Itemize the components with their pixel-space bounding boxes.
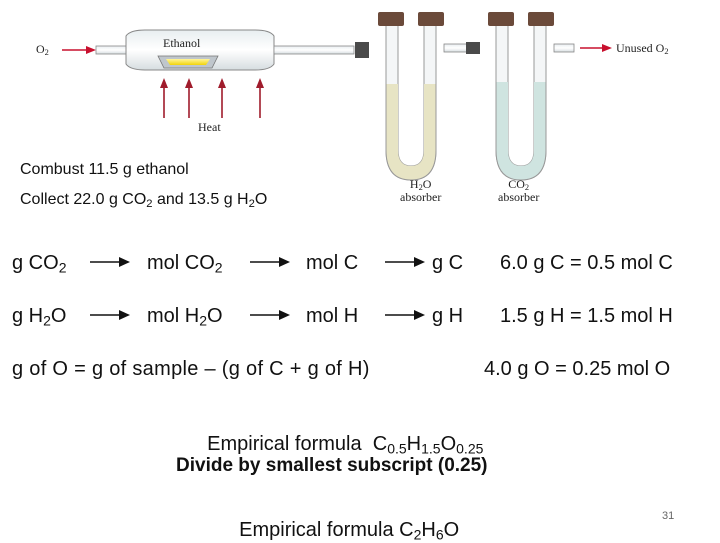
carbon-row-g-c: g C: [432, 252, 464, 274]
carbon-row-result: 6.0 g C = 0.5 mol C: [500, 252, 673, 274]
h2o-absorber-label: H2O absorber: [400, 177, 442, 204]
heat-arrows: [160, 78, 264, 118]
empirical-formula-2: Empirical formula C2H6O: [239, 519, 460, 543]
o2-inlet-label: O2: [36, 42, 49, 58]
co2-absorber-tube: [488, 12, 575, 181]
unused-o2-label: Unused O2: [616, 41, 669, 57]
unused-o2-arrow: [580, 44, 612, 52]
h2o-absorber-tube: [378, 12, 480, 181]
combustion-apparatus: [62, 12, 612, 181]
oxygen-result: 4.0 g O = 0.25 mol O: [484, 358, 671, 380]
carbon-row-mol-c: mol C: [306, 252, 359, 274]
hydrogen-row-mol-h2o: mol H2O: [147, 305, 223, 329]
o2-inlet-arrow: [62, 46, 96, 54]
arrow-icon: [90, 310, 130, 320]
heat-label: Heat: [198, 120, 221, 134]
arrow-icon: [385, 310, 425, 320]
co2-absorber-label: CO2 absorber: [498, 177, 540, 204]
empirical-formula-1: Empirical formula C0.5H1.5O0.25: [207, 433, 484, 457]
hydrogen-row-result: 1.5 g H = 1.5 mol H: [500, 305, 673, 327]
arrow-icon: [385, 257, 425, 267]
oxygen-equation: g of O = g of sample – (g of C + g of H): [12, 358, 370, 380]
combustion-tube: [95, 29, 355, 71]
divide-instruction: Divide by smallest subscript (0.25): [176, 455, 488, 476]
hydrogen-row-mol-h: mol H: [306, 305, 359, 327]
arrow-icon: [250, 257, 290, 267]
caption-line-2: Collect 22.0 g CO2 and 13.5 g H2O: [20, 191, 268, 210]
caption-line-1: Combust 11.5 g ethanol: [20, 161, 189, 178]
page-number: 31: [662, 510, 675, 522]
arrow-icon: [250, 310, 290, 320]
ethanol-label: Ethanol: [163, 36, 201, 50]
connector-stopper: [355, 42, 369, 58]
carbon-row-mol-co2: mol CO2: [147, 252, 223, 276]
hydrogen-row-g-h2o: g H2O: [12, 305, 67, 329]
carbon-row-g-co2: g CO2: [12, 252, 67, 276]
arrow-icon: [90, 257, 130, 267]
ethanol-boat: [157, 55, 219, 69]
hydrogen-row-g-h: g H: [432, 305, 464, 327]
